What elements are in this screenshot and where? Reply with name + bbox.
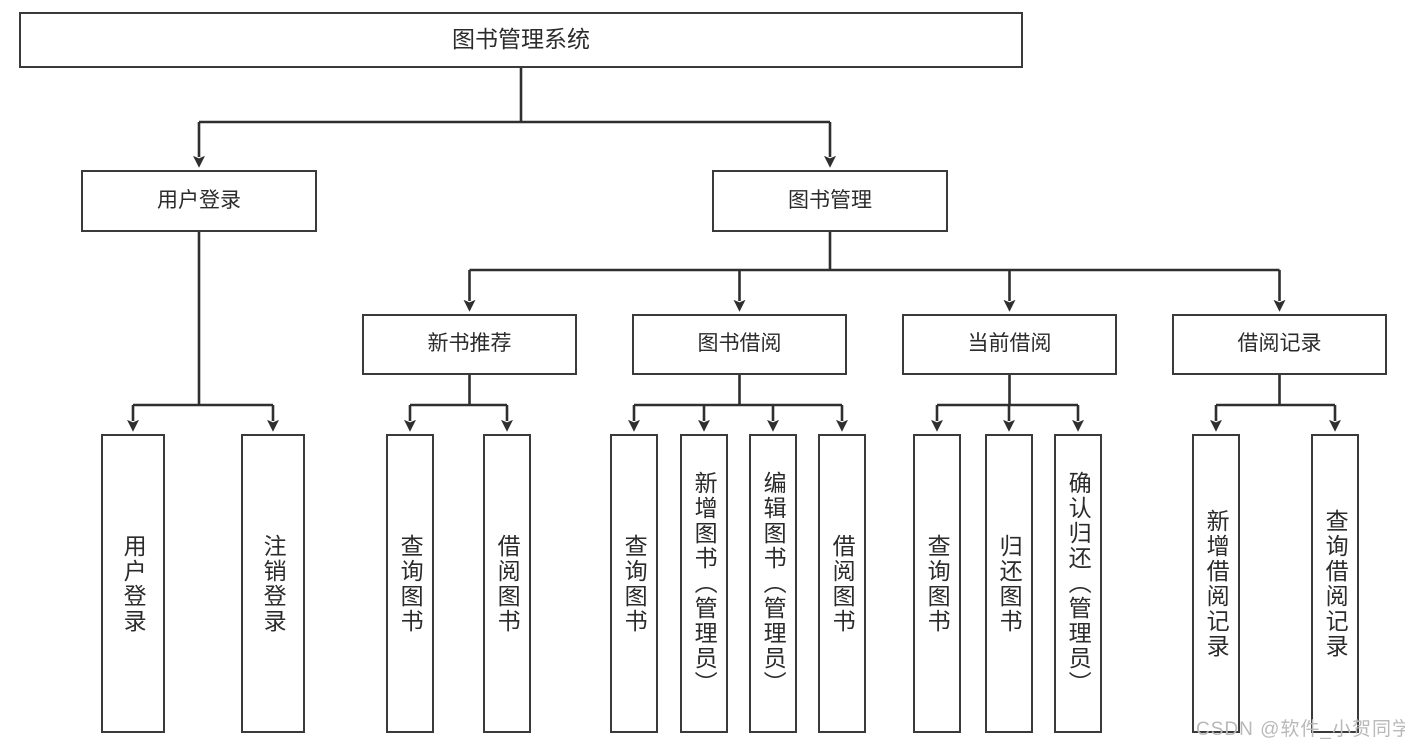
function-node-查询图书-4[interactable]: 查询图书 — [610, 434, 658, 733]
function-node-归还图书-9-label: 归还图书 — [996, 533, 1023, 634]
function-node-借阅图书-7[interactable]: 借阅图书 — [818, 434, 866, 733]
function-node-归还图书-9[interactable]: 归还图书 — [985, 434, 1033, 733]
function-node-查询图书-4-label: 查询图书 — [621, 533, 648, 634]
function-node-用户登录-0-label: 用户登录 — [120, 533, 147, 634]
function-node-编辑图书管理员-6[interactable]: 编辑图书（管理员） — [749, 434, 797, 733]
root-node-system-label: 图书管理系统 — [452, 26, 590, 53]
module-node-图书管理[interactable]: 图书管理 — [712, 170, 948, 232]
function-node-借阅图书-7-label: 借阅图书 — [829, 533, 856, 634]
submodule-node-新书推荐[interactable]: 新书推荐 — [362, 314, 577, 375]
submodule-node-新书推荐-label: 新书推荐 — [427, 332, 512, 356]
function-node-查询借阅记录-12[interactable]: 查询借阅记录 — [1311, 434, 1359, 733]
root-node-system[interactable]: 图书管理系统 — [19, 12, 1023, 68]
function-node-新增图书管理员-5-label: 新增图书（管理员） — [691, 471, 718, 696]
module-node-用户登录[interactable]: 用户登录 — [81, 170, 317, 232]
function-node-编辑图书管理员-6-label: 编辑图书（管理员） — [760, 471, 787, 696]
function-node-借阅图书-3-label: 借阅图书 — [494, 533, 521, 634]
function-node-新增借阅记录-11-label: 新增借阅记录 — [1203, 508, 1230, 659]
module-node-图书管理-label: 图书管理 — [788, 188, 872, 212]
function-node-新增借阅记录-11[interactable]: 新增借阅记录 — [1192, 434, 1240, 733]
function-node-查询图书-8[interactable]: 查询图书 — [913, 434, 961, 733]
function-node-确认归还管理员-10[interactable]: 确认归还（管理员） — [1054, 434, 1102, 733]
watermark-label: CSDN @软件_小贺同学 — [1196, 719, 1405, 740]
function-node-新增图书管理员-5[interactable]: 新增图书（管理员） — [680, 434, 728, 733]
submodule-node-借阅记录[interactable]: 借阅记录 — [1172, 314, 1387, 375]
function-node-注销登录-1[interactable]: 注销登录 — [241, 434, 305, 733]
submodule-node-借阅记录-label: 借阅记录 — [1237, 332, 1322, 356]
function-node-查询图书-2[interactable]: 查询图书 — [386, 434, 434, 733]
function-node-查询借阅记录-12-label: 查询借阅记录 — [1322, 508, 1349, 659]
submodule-node-图书借阅-label: 图书借阅 — [697, 332, 782, 356]
function-node-查询图书-8-label: 查询图书 — [924, 533, 951, 634]
submodule-node-当前借阅[interactable]: 当前借阅 — [902, 314, 1117, 375]
module-node-用户登录-label: 用户登录 — [157, 188, 241, 212]
submodule-node-图书借阅[interactable]: 图书借阅 — [632, 314, 847, 375]
function-node-用户登录-0[interactable]: 用户登录 — [101, 434, 165, 733]
function-node-查询图书-2-label: 查询图书 — [397, 533, 424, 634]
function-node-借阅图书-3[interactable]: 借阅图书 — [483, 434, 531, 733]
function-node-确认归还管理员-10-label: 确认归还（管理员） — [1065, 471, 1092, 696]
submodule-node-当前借阅-label: 当前借阅 — [967, 332, 1052, 356]
function-node-注销登录-1-label: 注销登录 — [260, 533, 287, 634]
